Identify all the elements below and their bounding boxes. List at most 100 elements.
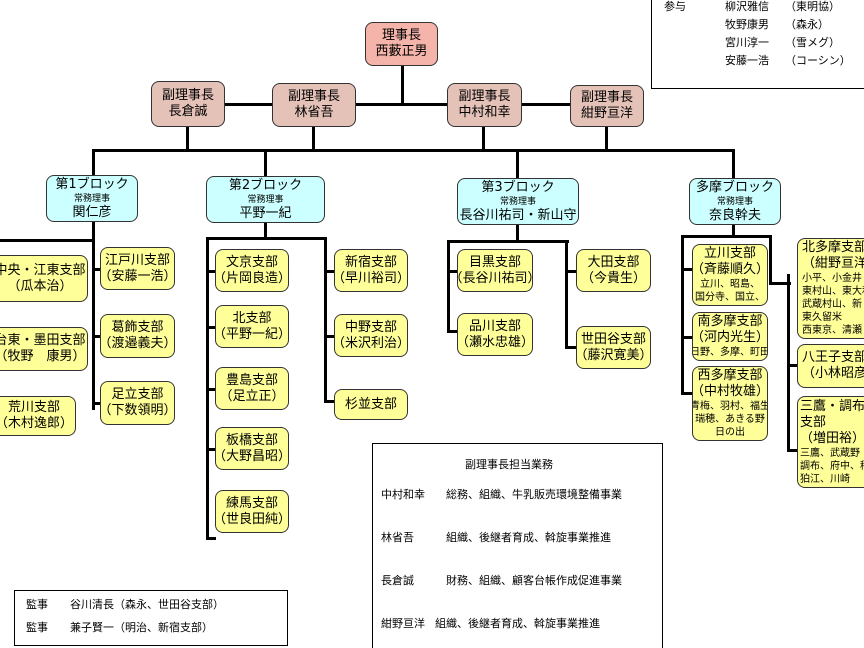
branch-box: 文京支部（片岡良造） xyxy=(215,249,289,292)
block-box: 多摩ブロック常務理事奈良幹夫 xyxy=(689,178,781,225)
branch-name: 江戸川支部 xyxy=(104,252,170,268)
branch-box: 三鷹・調布支部（増田裕）三鷹、武蔵野調布、府中、稲狛江、川崎 xyxy=(797,396,864,488)
duty-text: 組織、後継者育成、斡旋事業推進 xyxy=(446,531,611,544)
connector xyxy=(447,330,458,333)
block-name: 第3ブロック xyxy=(481,179,555,195)
branch-head: （紺野亘洋） xyxy=(802,256,864,271)
branch-name: 世田谷支部 xyxy=(580,331,646,347)
vice-title: 副理事長 xyxy=(580,90,633,105)
branch-head: （長谷川祐司） xyxy=(458,270,532,286)
connector xyxy=(605,127,608,151)
connector xyxy=(0,239,93,242)
branch-box: 世田谷支部（藤沢寛美） xyxy=(576,326,651,369)
branch-head: （平野一紀） xyxy=(215,326,289,342)
branch-name: 支部 xyxy=(800,414,827,430)
branch-area: 東久留米 xyxy=(802,312,842,323)
branch-area: 青梅、羽村、福生 xyxy=(692,401,768,412)
connector xyxy=(312,127,315,151)
branch-name: 北多摩支部 xyxy=(802,240,864,255)
connector xyxy=(447,270,458,273)
branch-name: 荒川支部 xyxy=(7,400,60,415)
connector xyxy=(92,149,95,176)
block-name: 第1ブロック xyxy=(55,176,129,192)
branch-area: 小平、小金井 xyxy=(802,273,862,284)
branch-head: （下数領明） xyxy=(100,403,175,418)
branch-name: 立川支部 xyxy=(703,246,756,261)
branch-box: 荒川支部（木村逸郎） xyxy=(0,396,76,436)
connector xyxy=(324,335,335,338)
branch-head: （瀬水忠雄） xyxy=(457,334,533,350)
branch-box: 江戸川支部（安藤一浩） xyxy=(100,247,175,290)
connector xyxy=(681,268,693,271)
branch-box: 練馬支部（世良田純） xyxy=(215,490,289,533)
branch-area: 日の出 xyxy=(715,427,745,438)
branch-box: 台東・墨田支部（牧野 康男） xyxy=(0,327,88,371)
connector xyxy=(787,274,790,452)
vice-duties-box: 副理事長担当業務 中村和幸総務、組織、牛乳販売環境整備事業 林省吾組織、後継者育… xyxy=(372,443,663,648)
chairman-title: 理事長 xyxy=(381,28,421,43)
branch-box: 八王子支部（小林昭彦） xyxy=(797,344,864,388)
connector xyxy=(324,400,335,403)
branch-name: 大田支部 xyxy=(587,254,640,270)
duty-text: 財務、組織、顧客台帳作成促進事業 xyxy=(446,574,622,587)
connector xyxy=(565,346,577,349)
branch-box: 立川支部（斉藤順久）立川、昭島、国分寺、国立、 xyxy=(692,244,768,306)
branch-area: 東村山、東大和 xyxy=(802,286,864,297)
duty-name: 林省吾 xyxy=(381,531,414,544)
chairman-box: 理事長西藪正男 xyxy=(365,22,438,66)
block-box: 第1ブロック常務理事関仁彦 xyxy=(46,175,138,222)
branch-box: 大田支部（今貴生） xyxy=(576,249,651,292)
connector xyxy=(482,127,485,151)
branch-name: 練馬支部 xyxy=(225,495,278,511)
connector xyxy=(92,149,734,152)
advisor-org: （森永） xyxy=(785,18,829,31)
branch-name: 足立支部 xyxy=(111,387,164,402)
vice-chairman-box: 副理事長長倉誠 xyxy=(151,81,225,127)
branch-head: （大野昌昭） xyxy=(215,448,289,464)
connector xyxy=(681,392,693,395)
branch-name: 西多摩支部 xyxy=(697,368,763,383)
connector xyxy=(206,448,216,451)
vice-title: 副理事長 xyxy=(161,88,214,103)
vice-title: 副理事長 xyxy=(458,89,511,104)
advisors-box: 参与 柳沢雅信（東明協） 牧野康男（森永） 宮川淳一（雪メグ） 安藤一浩（コーシ… xyxy=(651,0,864,89)
duty-text: 総務、組織、牛乳販売環境整備事業 xyxy=(446,488,622,501)
branch-head: （増田裕） xyxy=(800,430,864,446)
block-person: 奈良幹夫 xyxy=(708,207,761,223)
block-name: 第2ブロック xyxy=(228,177,303,193)
branch-area: 瑞穂、あきる野 xyxy=(695,414,765,425)
connector xyxy=(92,402,101,405)
block-role: 常務理事 xyxy=(247,194,284,205)
vice-name: 林省吾 xyxy=(294,105,334,120)
connector xyxy=(206,270,216,273)
advisors-label: 参与 xyxy=(664,0,686,13)
branch-box: 足立支部（下数領明） xyxy=(100,381,175,425)
branch-head: （木村逸郎） xyxy=(0,416,73,431)
block-box: 第2ブロック常務理事平野一紀 xyxy=(206,176,325,223)
advisor-org: （雪メグ） xyxy=(785,36,840,49)
branch-area: 立川、昭島、 xyxy=(700,279,760,290)
block-name: 多摩ブロック xyxy=(695,179,774,195)
branch-head: （今貴生） xyxy=(580,270,646,286)
connector xyxy=(681,235,772,238)
connector xyxy=(224,103,570,106)
connector xyxy=(681,235,684,395)
auditors-box: 監事谷川清長（森永、世田谷支部） 監事兼子賢一（明治、新宿支部） xyxy=(14,590,288,646)
branch-head: （瓜本治） xyxy=(7,278,73,294)
connector xyxy=(732,224,735,237)
connector xyxy=(92,268,101,271)
connector xyxy=(206,388,216,391)
branch-name: 目黒支部 xyxy=(468,254,521,270)
branch-area: 狛江、川崎 xyxy=(800,473,850,485)
branch-area: 西東京、清瀬 xyxy=(802,325,862,336)
chairman-name: 西藪正男 xyxy=(375,44,428,59)
advisor-name: 牧野康男 xyxy=(725,18,769,31)
branch-box: 杉並支部 xyxy=(334,389,408,420)
branch-head: （中村牧雄） xyxy=(692,384,768,399)
auditor-label: 監事 xyxy=(26,598,48,611)
branch-name: 三鷹・調布 xyxy=(800,398,864,414)
advisor-name: 安藤一浩 xyxy=(725,54,769,67)
branch-area: 三鷹、武蔵野 xyxy=(800,447,860,459)
duty-name: 中村和幸 xyxy=(381,488,425,501)
